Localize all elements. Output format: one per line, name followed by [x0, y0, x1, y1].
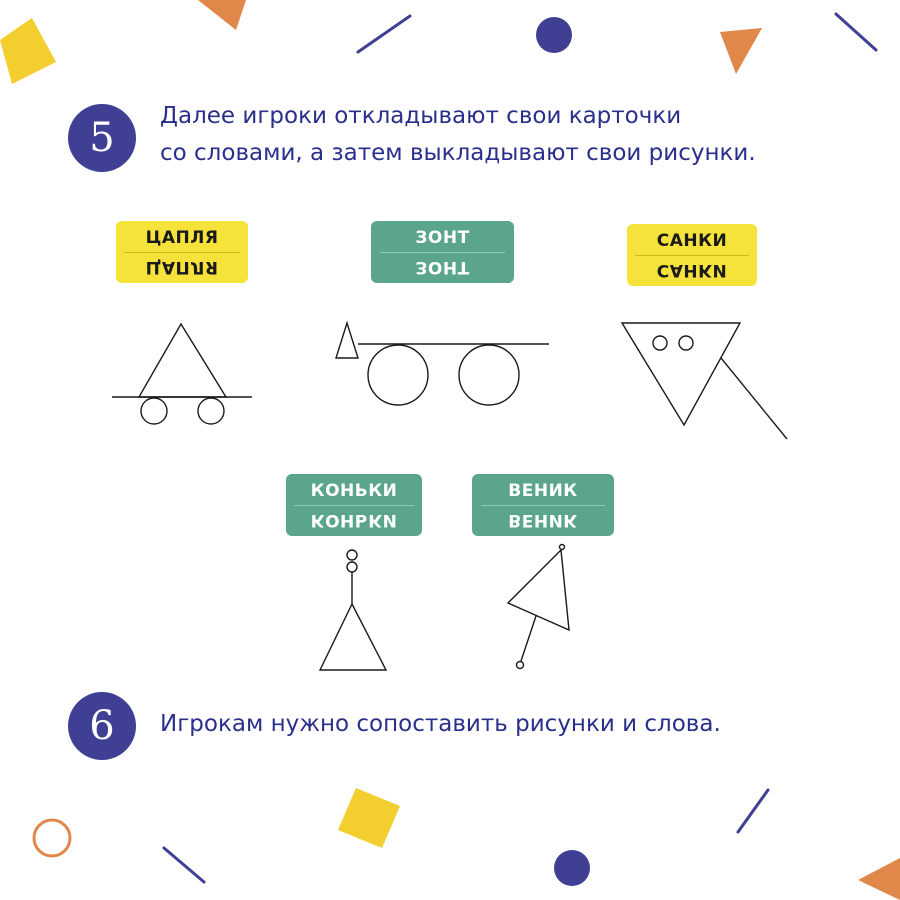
step-instruction-line: Игрокам нужно сопоставить рисунки и слов…: [160, 711, 721, 737]
yellow-square-top-left: [0, 18, 56, 84]
card-divider: [480, 504, 606, 506]
orange-triangle-top: [198, 0, 246, 30]
orange-ring-bottom-left: [32, 818, 72, 858]
navy-dash-top: [356, 14, 412, 54]
word-card: САНКИ САНКИ: [627, 224, 757, 286]
navy-dot-top: [536, 17, 572, 53]
orange-triangle-bottom-right: [858, 858, 900, 900]
drawing-skates: [318, 549, 388, 671]
word-card: ЦАПЛЯ ЦАПЛЯ: [116, 221, 248, 283]
navy-dash-bottom-left: [162, 846, 206, 884]
card-divider: [379, 251, 506, 253]
drawing-heron: [112, 322, 252, 425]
step-number-badge: 5: [68, 104, 136, 172]
card-word: ВЕНИК: [508, 480, 578, 501]
step-number-badge: 6: [68, 692, 136, 760]
card-word: ЦАПЛЯ: [145, 227, 219, 248]
card-word: КОНЬКИ: [310, 480, 398, 501]
step-number: 6: [89, 703, 115, 749]
step-instruction-line: Далее игроки откладывают свои карточки: [160, 103, 682, 129]
navy-dot-bottom: [554, 850, 590, 886]
word-card: ВЕНИК ВЕНИК: [472, 474, 614, 536]
card-word: ЗОНТ: [415, 227, 470, 248]
word-card: КОНЬКИ КОНЬКИ: [286, 474, 422, 536]
step-instruction: Игрокам нужно сопоставить рисунки и слов…: [160, 706, 721, 743]
card-divider: [634, 254, 750, 256]
card-divider: [294, 504, 414, 506]
step-instruction-line: со словами, а затем выкладывают свои рис…: [160, 140, 756, 166]
navy-dash-bottom-right: [736, 788, 770, 834]
drawing-broom: [506, 543, 570, 670]
card-word: САНКИ: [656, 230, 728, 251]
step-instruction: Далее игроки откладывают свои карточки с…: [160, 98, 756, 172]
drawing-umbrella: [335, 320, 549, 406]
orange-triangle-top-right: [720, 28, 762, 74]
card-divider: [123, 251, 241, 253]
step-number: 5: [89, 115, 115, 161]
word-card: ЗОНТ ЗОНТ: [371, 221, 514, 283]
yellow-square-bottom: [338, 788, 400, 848]
drawing-sled: [620, 322, 788, 440]
navy-dash-top-right: [834, 12, 878, 52]
